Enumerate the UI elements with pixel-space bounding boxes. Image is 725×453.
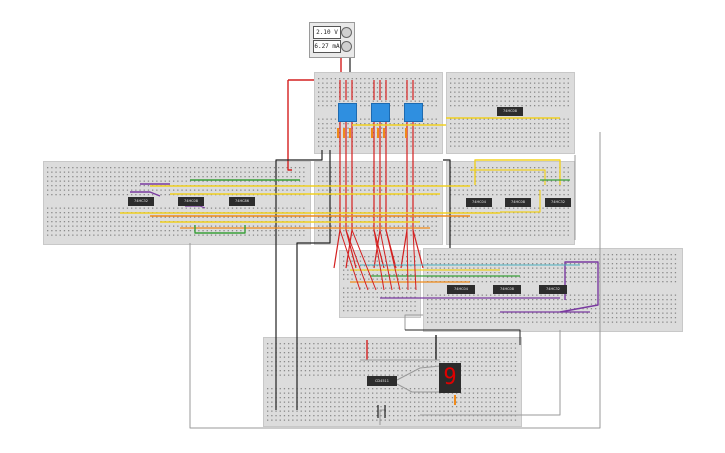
- ic-chip[interactable]: 74HC32: [545, 198, 571, 207]
- dip-switch-1[interactable]: [338, 103, 357, 122]
- ic-chip[interactable]: 74HC04: [466, 198, 492, 207]
- dip-switch-2[interactable]: [371, 103, 390, 122]
- ic-chip[interactable]: 74HC08: [493, 285, 521, 294]
- ic-chip[interactable]: 74HC86: [229, 197, 255, 206]
- ic-chip[interactable]: 74HC32: [539, 285, 567, 294]
- dip-switch-3[interactable]: [404, 103, 423, 122]
- ic-chip[interactable]: 74HC08: [497, 107, 523, 116]
- breadboard-bottom[interactable]: [263, 337, 522, 427]
- ic-chip[interactable]: 74HC32: [128, 197, 154, 206]
- voltage-readout: 2.10 V: [313, 26, 341, 39]
- current-knob-icon[interactable]: [341, 41, 352, 52]
- voltage-knob-icon[interactable]: [341, 27, 352, 38]
- ic-chip[interactable]: 74HC04: [447, 285, 475, 294]
- ic-chip[interactable]: CD4511: [367, 376, 397, 386]
- current-readout: 6.27 mA: [313, 40, 341, 53]
- ic-chip[interactable]: 74HC08: [505, 198, 531, 207]
- ic-chip[interactable]: 74HC08: [178, 197, 204, 206]
- seven-segment-display[interactable]: 9: [439, 363, 461, 393]
- power-supply[interactable]: 2.10 V 6.27 mA: [309, 22, 355, 58]
